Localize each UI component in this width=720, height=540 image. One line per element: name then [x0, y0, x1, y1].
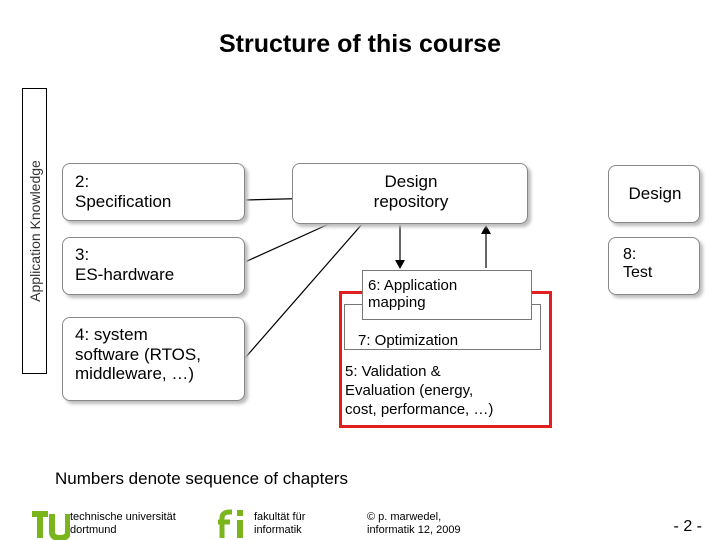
design-box: Design	[608, 165, 700, 223]
design-label: Design	[628, 184, 682, 203]
application-mapping-label: 6: Application mapping	[368, 277, 458, 312]
page-number: - 2 -	[673, 518, 702, 535]
tu-logo	[30, 508, 70, 540]
es-hardware-box: 3: ES-hardware	[62, 237, 245, 295]
application-mapping-box: 6: Application mapping	[362, 270, 532, 320]
faculty-name: fakultät für informatik	[254, 511, 306, 537]
design-repository-label: Design repository	[373, 172, 449, 211]
es-hardware-label: 3: ES-hardware	[75, 245, 175, 284]
system-software-box: 4: system software (RTOS, middleware, …)	[62, 317, 245, 401]
tu-logo-icon	[32, 511, 70, 540]
arrow-software-to-repository	[244, 214, 371, 359]
page-title: Structure of this course	[219, 30, 501, 58]
validation-label: 5: Validation & Evaluation (energy, cost…	[345, 363, 494, 418]
specification-box: 2: Specification	[62, 163, 245, 221]
copyright-text: © p. marwedel, informatik 12, 2009	[367, 511, 461, 537]
university-name: technische universität dortmund	[70, 511, 176, 537]
test-box: 8: Test	[608, 237, 700, 295]
fi-logo-icon	[218, 509, 243, 538]
fi-logo	[216, 508, 248, 540]
system-software-label: 4: system software (RTOS, middleware, …)	[75, 325, 201, 384]
chapter-sequence-note: Numbers denote sequence of chapters	[55, 469, 348, 488]
design-repository-box: Design repository	[292, 163, 528, 224]
test-label: 8: Test	[623, 246, 653, 282]
sidebar: Application Knowledge	[22, 88, 47, 374]
specification-label: 2: Specification	[75, 172, 172, 211]
optimization-label: 7: Optimization	[358, 332, 459, 349]
